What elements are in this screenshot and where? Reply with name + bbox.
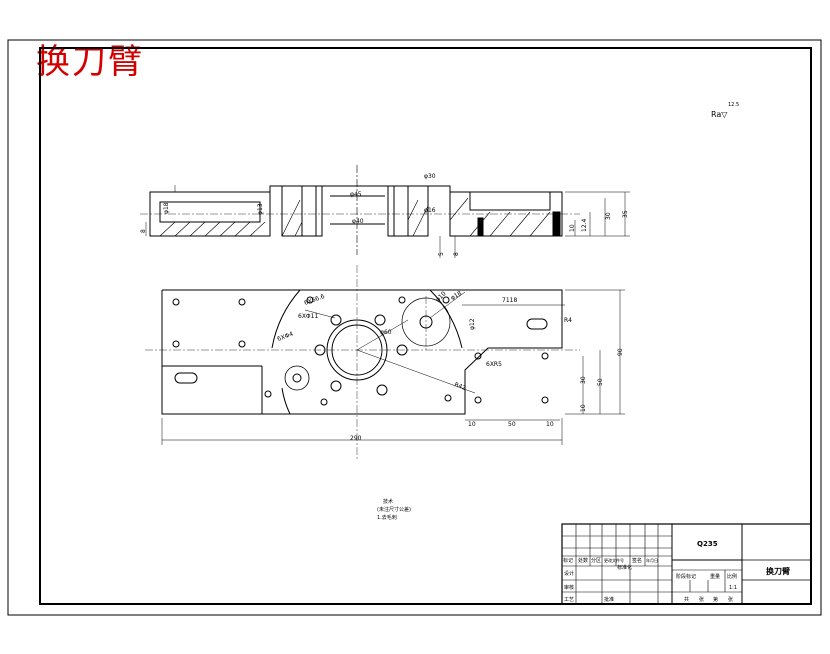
dim-10-plan: 10 — [580, 404, 587, 412]
dim-r42: R42 — [453, 381, 467, 392]
title-block-row-label-6: 年月日 — [646, 557, 658, 563]
surface-roughness-note: Ra▽ 12.5 — [711, 102, 739, 119]
dim-overall-290: 290 — [350, 435, 362, 442]
title-block-sheet-4: 张 — [728, 596, 733, 603]
title-block — [561, 523, 812, 605]
dim-phi40: φ40 — [352, 218, 364, 225]
title-block-row-label-5: 签名 — [632, 557, 642, 564]
dim-phi18: φ18 — [450, 290, 464, 302]
svg-text:Ra▽: Ra▽ — [711, 110, 728, 119]
notes-line-1: (未注尺寸公差) — [377, 506, 411, 513]
dim-6xphi4: 6XΦ4 — [276, 331, 294, 343]
dim-phi16: φ16 — [424, 207, 436, 214]
dim-10: 10 — [569, 224, 576, 232]
dim-90: 90 — [617, 348, 624, 356]
plan-view-dimensions: 6X66.6 6XΦ11 6XΦ4 φ10 φ60 7118 φ12 φ18 6… — [276, 290, 624, 442]
title-block-text: Q235 换刀臂 标记 处数 分区 更改文件号 签名 年月日 设计 审核 工艺 … — [563, 540, 790, 603]
title-block-stage-label: 阶段标记 — [676, 573, 696, 580]
title-block-scale-value: 1:1 — [729, 585, 737, 591]
dim-phi45: φ45 — [350, 191, 362, 198]
dim-phi60: φ60 — [380, 329, 392, 336]
plan-view — [145, 265, 625, 460]
dim-phi10: φ10 — [434, 290, 447, 303]
technical-notes: 技术 (未注尺寸公差) 1.去毛刺 — [377, 498, 411, 521]
dim-6xphi11: 6XΦ11 — [298, 313, 318, 320]
section-view — [140, 165, 630, 258]
title-block-row-label-1: 标记 — [563, 557, 573, 564]
title-block-row-label-3: 分区 — [591, 557, 601, 564]
title-block-mid-label-2: 批准 — [604, 596, 614, 603]
dim-phi18: φ18 — [163, 202, 170, 214]
dim-8-left: 8 — [140, 229, 147, 233]
dim-bottom-10-right: 10 — [546, 421, 554, 428]
title-block-row-label-2: 处数 — [578, 557, 588, 564]
dim-phi12: φ12 — [469, 318, 476, 330]
title-block-scale-label: 比例 — [727, 573, 737, 580]
title-block-left-label-1: 设计 — [564, 570, 574, 577]
title-block-material: Q235 — [697, 540, 718, 548]
notes-heading: 技术 — [383, 498, 393, 505]
dim-6xr5: 6XR5 — [486, 361, 502, 368]
title-block-left-label-2: 审核 — [564, 584, 574, 591]
sheet-outer-border — [7, 39, 822, 616]
title-block-weight-label: 重量 — [710, 573, 720, 580]
dim-50: 50 — [597, 378, 604, 386]
title-block-sheet-3: 第 — [713, 596, 718, 603]
dim-5: 5 — [438, 252, 445, 256]
title-block-mid-label-1: 标准化 — [617, 564, 632, 571]
dim-r4: R4 — [564, 317, 572, 324]
title-block-sheet-2: 张 — [699, 596, 704, 603]
dim-bottom-10-left: 10 — [468, 421, 476, 428]
dim-30-plan: 30 — [580, 376, 587, 384]
dim-12-4: 12.4 — [581, 218, 588, 232]
dim-35: 35 — [622, 210, 629, 218]
title-block-sheet-1: 共 — [684, 596, 689, 603]
notes-line-2: 1.去毛刺 — [377, 514, 397, 521]
dim-7118: 7118 — [502, 297, 517, 304]
title-block-part-name: 换刀臂 — [766, 566, 790, 576]
svg-text:12.5: 12.5 — [728, 102, 739, 108]
dim-phi13: φ13 — [257, 203, 264, 215]
dim-bottom-50: 50 — [508, 421, 516, 428]
title-block-row-label-4: 更改文件号 — [604, 557, 624, 563]
drawing-frame — [39, 47, 812, 605]
dim-8-right: 8 — [453, 252, 460, 256]
title-block-left-label-3: 工艺 — [564, 597, 574, 603]
section-view-dimensions: φ45 φ40 φ30 φ18 φ13 φ16 8 5 8 35 30 12.4… — [140, 173, 629, 256]
dim-6x66-6: 6X66.6 — [303, 293, 326, 307]
dim-30: 30 — [605, 212, 612, 220]
dim-phi30: φ30 — [424, 173, 436, 180]
